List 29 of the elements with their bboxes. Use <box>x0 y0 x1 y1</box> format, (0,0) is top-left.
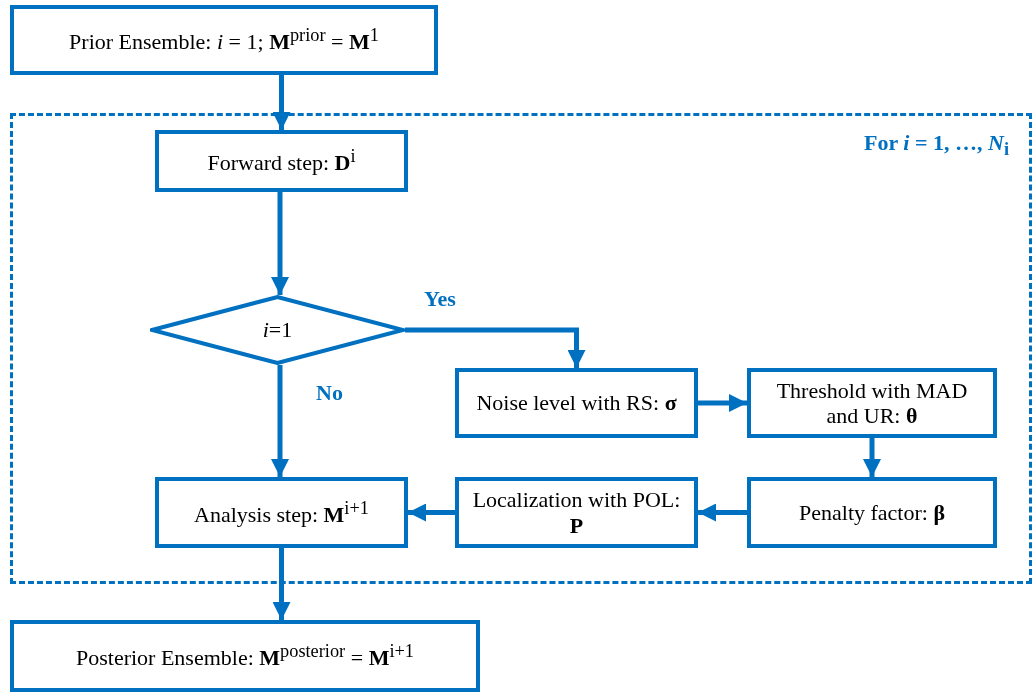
process-box <box>10 5 438 75</box>
node-text: Localization with POL: P <box>471 487 682 538</box>
process-box <box>10 620 480 692</box>
loop-frame <box>10 113 1032 584</box>
process-box <box>747 368 997 438</box>
decision-diamond <box>150 295 405 365</box>
loop-label: For i = 1, …, N$_{i}$ <box>864 130 1009 161</box>
process-box <box>155 130 408 192</box>
arrow <box>271 192 289 295</box>
arrow <box>698 394 747 412</box>
arrow <box>272 548 291 620</box>
node-text: Penalty factor: β <box>798 499 946 526</box>
arrow <box>698 503 747 522</box>
node-text: i=1 <box>261 317 294 343</box>
node-text: Prior Ensemble: i = 1; M$^{prior}$ = M$^{1}$ <box>68 25 380 55</box>
process-box <box>455 368 698 438</box>
node-text: Posterior Ensemble: M$^{posterior}$ = M$^{i+1}$ <box>75 641 415 671</box>
node-text: Analysis step: M$^{i+1}$ <box>193 497 370 528</box>
arrow <box>408 503 455 522</box>
process-box <box>155 477 408 548</box>
arrow <box>271 365 289 477</box>
arrow <box>272 75 291 130</box>
node-text: Threshold with MAD and UR: θ <box>775 377 969 429</box>
arrow <box>863 438 881 477</box>
node-text: Noise level with RS: σ <box>475 390 678 416</box>
node-text: Forward step: D$^{i}$ <box>206 146 357 176</box>
arrow <box>405 327 586 368</box>
process-box <box>747 477 997 548</box>
process-box <box>455 477 698 548</box>
